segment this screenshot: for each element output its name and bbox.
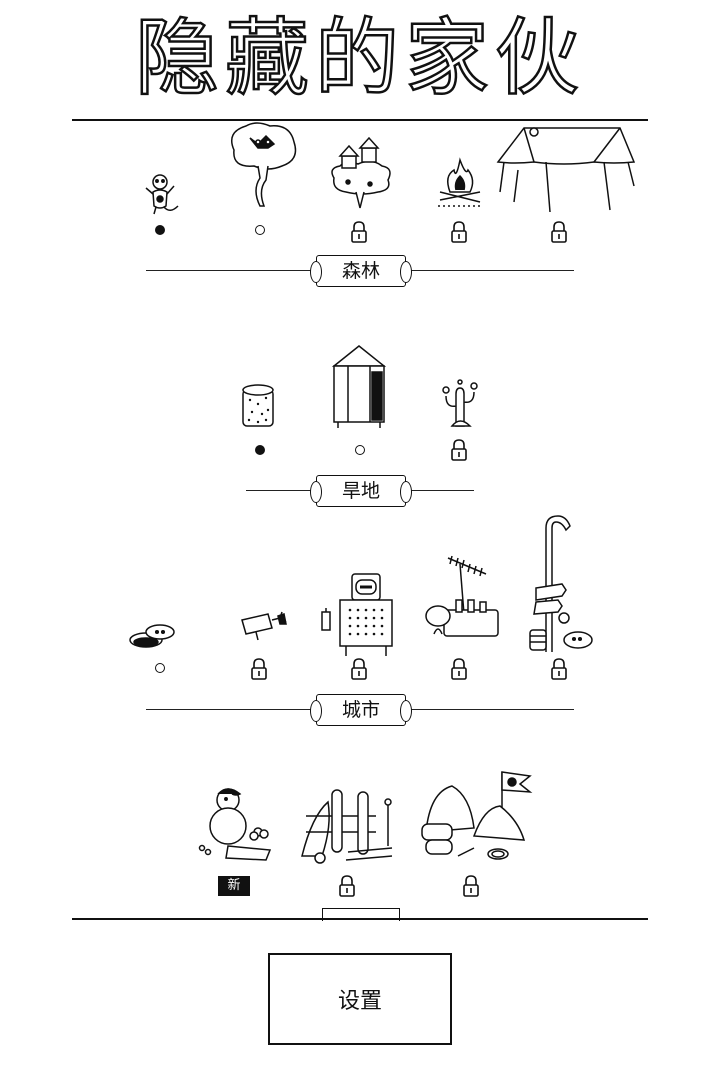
manhole-level-icon[interactable]	[126, 622, 178, 652]
top-divider	[72, 119, 648, 121]
lock-icon	[451, 658, 467, 680]
game-title: 隐藏的家伙	[134, 8, 585, 109]
section-label-forest: 森林	[310, 255, 412, 287]
level-completed-dot	[155, 225, 165, 235]
level-available-dot	[255, 225, 265, 235]
section-label-dryland: 旱地	[310, 475, 412, 507]
arcade-machine-level-icon[interactable]	[318, 572, 398, 658]
campfire-level-icon[interactable]	[436, 156, 484, 212]
snowman-level-icon[interactable]	[192, 782, 276, 866]
rooftop-antenna-level-icon[interactable]	[420, 554, 502, 646]
ski-rack-level-icon[interactable]	[292, 786, 404, 866]
new-level-badge: 新	[218, 876, 250, 896]
lock-icon	[351, 658, 367, 680]
log-level-icon[interactable]	[240, 384, 276, 430]
section-label-partial	[322, 908, 400, 921]
tree-level-icon[interactable]	[224, 120, 300, 212]
lock-icon	[339, 875, 355, 897]
water-tower-level-icon[interactable]	[330, 344, 388, 430]
lock-icon	[551, 658, 567, 680]
settings-label: 设置	[337, 989, 382, 1014]
tent-level-icon[interactable]	[494, 122, 638, 214]
lock-icon	[251, 658, 267, 680]
level-available-dot	[355, 445, 365, 455]
treehouse-island-level-icon[interactable]	[328, 138, 394, 212]
street-lamp-level-icon[interactable]	[520, 512, 600, 656]
lock-icon	[451, 439, 467, 461]
level-completed-dot	[255, 445, 265, 455]
level-available-dot	[155, 663, 165, 673]
lock-icon	[551, 221, 567, 243]
bottom-divider	[72, 918, 648, 920]
mountain-camp-level-icon[interactable]	[412, 768, 540, 866]
settings-button[interactable]: 设置	[268, 953, 452, 1045]
security-camera-level-icon[interactable]	[238, 610, 290, 642]
cactus-level-icon[interactable]	[438, 376, 484, 430]
stickman-level-icon[interactable]	[140, 170, 190, 220]
lock-icon	[451, 221, 467, 243]
lock-icon	[351, 221, 367, 243]
lock-icon	[463, 875, 479, 897]
section-label-city: 城市	[310, 694, 412, 726]
